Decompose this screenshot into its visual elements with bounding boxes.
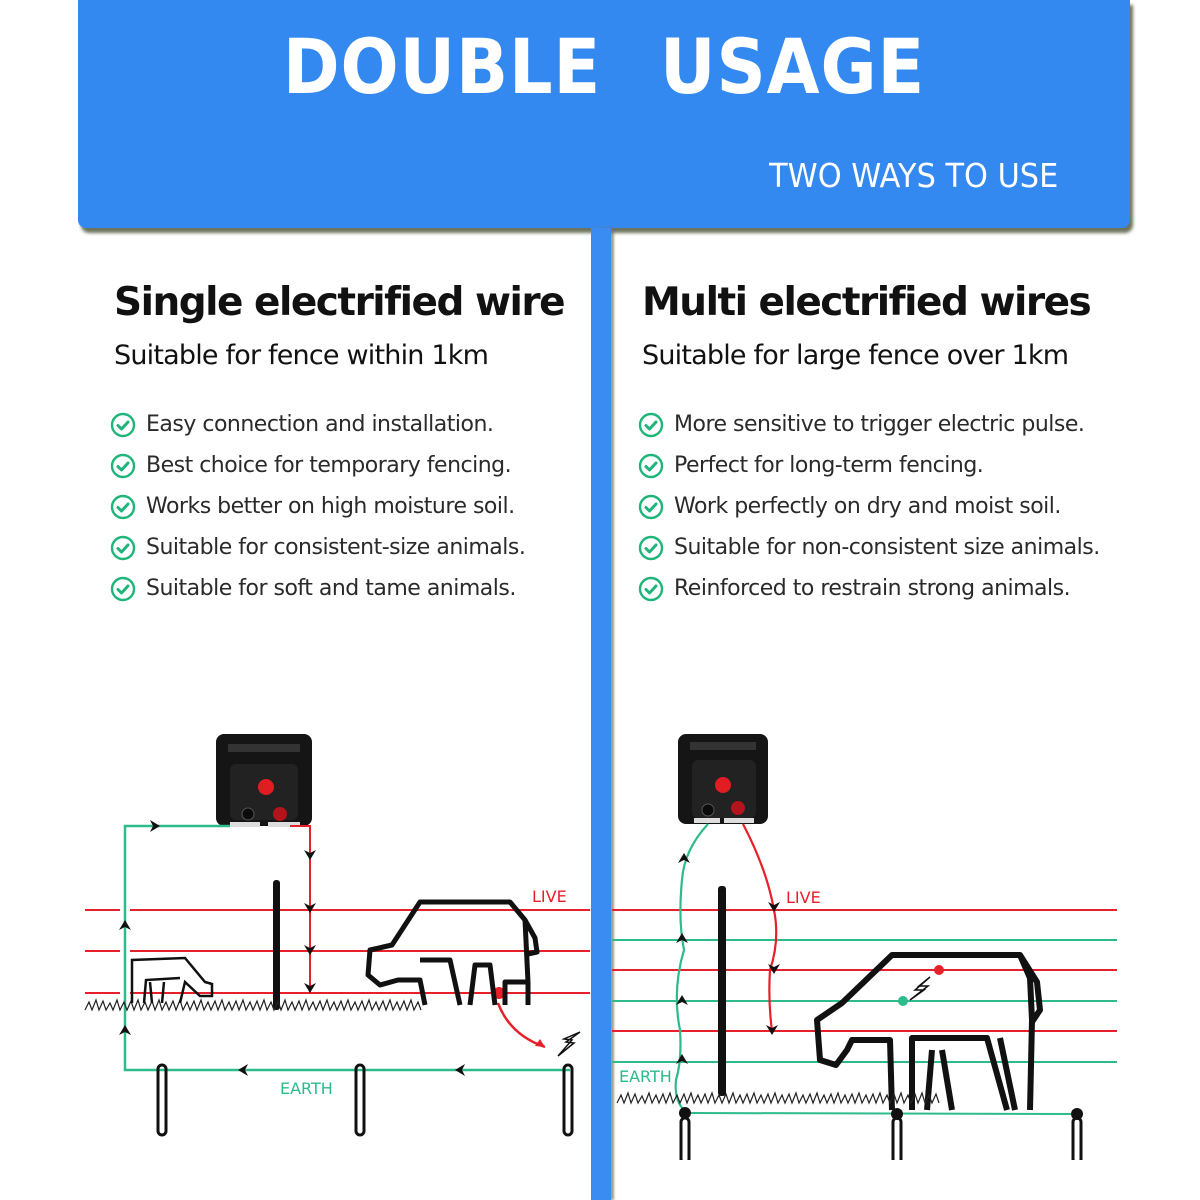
check-circle-icon [110, 576, 136, 601]
section-title: Multi electrified wires [642, 280, 1092, 325]
cow-icon [365, 899, 540, 1006]
check-circle-icon [638, 494, 664, 519]
lightning-icon [909, 976, 931, 1001]
fence-energizer-icon [216, 734, 312, 827]
feature-item: Suitable for soft and tame animals. [110, 568, 584, 609]
live-label: LIVE [532, 887, 567, 906]
feature-item: Suitable for non-consistent size animals… [638, 527, 1142, 568]
check-circle-icon [638, 535, 664, 560]
section-subtitle: Suitable for fence within 1km [114, 340, 489, 371]
check-circle-icon [638, 412, 664, 437]
fence-energizer-icon [678, 734, 768, 824]
feature-item: More sensitive to trigger electric pulse… [638, 404, 1142, 445]
header-banner: DOUBLE USAGE TWO WAYS TO USE [78, 0, 1130, 228]
multi-wire-diagram: LIVE EARTH [612, 734, 1117, 1160]
cow-icon [814, 952, 1043, 1111]
check-circle-icon [110, 535, 136, 560]
small-cow-icon [130, 956, 214, 1004]
feature-item: Easy connection and installation. [110, 404, 584, 445]
check-circle-icon [110, 494, 136, 519]
feature-list: More sensitive to trigger electric pulse… [638, 404, 1142, 609]
live-label: LIVE [786, 888, 821, 907]
check-circle-icon [110, 412, 136, 437]
banner-subtitle: TWO WAYS TO USE [768, 156, 1058, 195]
column-divider [591, 228, 611, 1200]
single-wire-section: Single electrified wire Suitable for fen… [110, 280, 584, 609]
check-circle-icon [638, 453, 664, 478]
check-circle-icon [638, 576, 664, 601]
check-circle-icon [110, 453, 136, 478]
banner-title: DOUBLE USAGE [282, 22, 926, 111]
multi-wire-section: Multi electrified wires Suitable for lar… [638, 280, 1142, 609]
feature-list: Easy connection and installation. Best c… [110, 404, 584, 609]
section-title: Single electrified wire [114, 280, 566, 325]
lightning-icon [557, 1031, 581, 1057]
single-wire-diagram: LIVE EARTH [84, 734, 590, 1137]
earth-label: EARTH [619, 1067, 672, 1086]
feature-item: Best choice for temporary fencing. [110, 445, 584, 486]
feature-item: Work perfectly on dry and moist soil. [638, 486, 1142, 527]
earth-label: EARTH [280, 1079, 333, 1098]
feature-item: Reinforced to restrain strong animals. [638, 568, 1142, 609]
feature-item: Perfect for long-term fencing. [638, 445, 1142, 486]
feature-item: Works better on high moisture soil. [110, 486, 584, 527]
feature-item: Suitable for consistent-size animals. [110, 527, 584, 568]
section-subtitle: Suitable for large fence over 1km [642, 340, 1069, 371]
